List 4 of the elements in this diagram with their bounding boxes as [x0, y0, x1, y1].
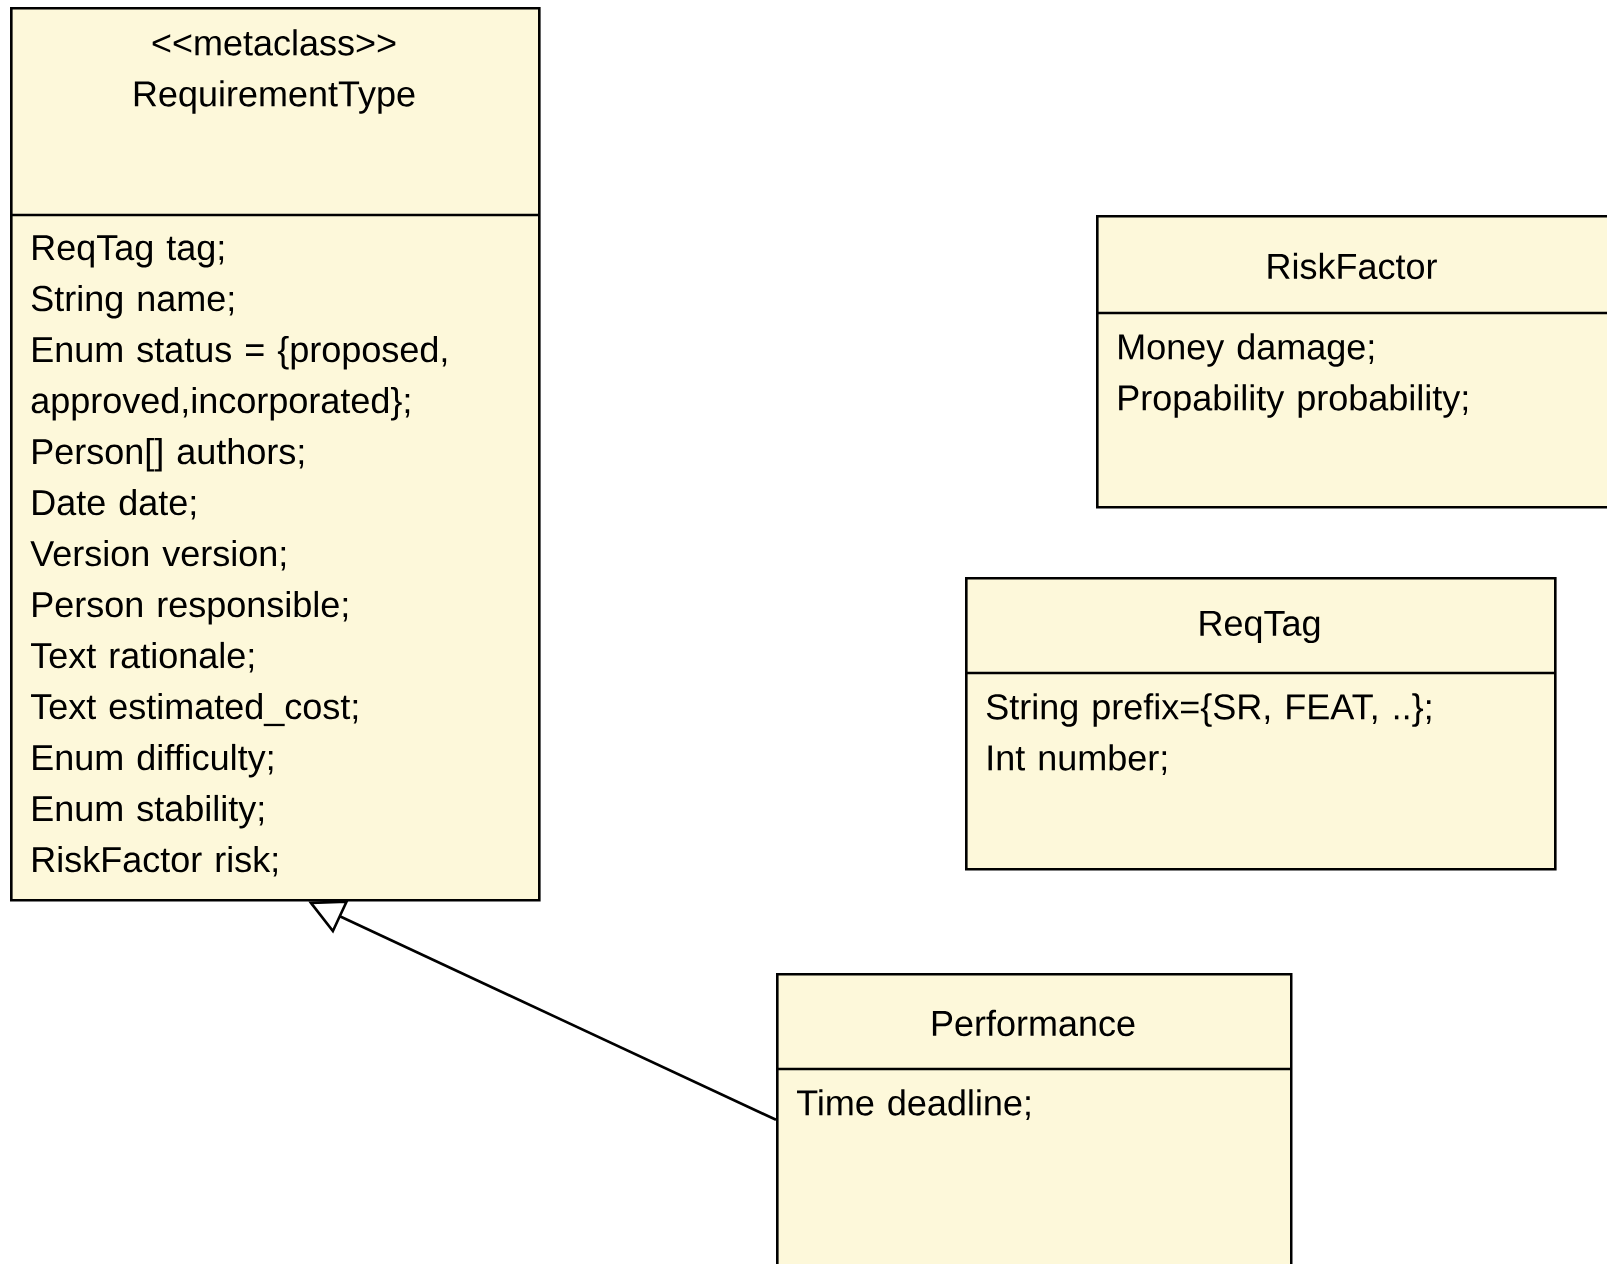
class-box: Performance Time deadline; — [776, 973, 1293, 1264]
class-box: RiskFactor Money damage; Propability probability; — [1096, 215, 1607, 509]
class-box: <<metaclass>> RequirementType ReqTag tag; String name; Enum status = {proposed, approved,incorporated}; Person[] authors; Date date; Version version; Person responsible; Text rationale; Text estimated_cost; Enum difficulty; Enum stability; RiskFactor risk; — [10, 7, 541, 902]
class-box: ReqTag String prefix={SR, FEAT, ..}; Int number; — [965, 577, 1557, 871]
